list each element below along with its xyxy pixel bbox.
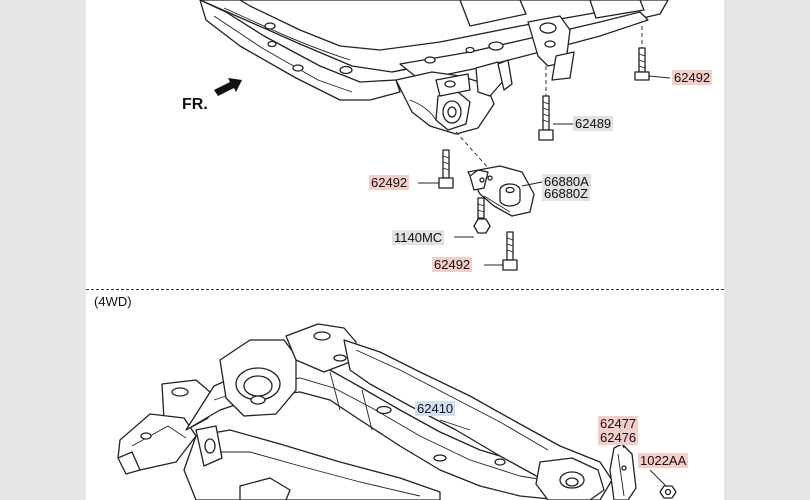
bolt-62492-a [634,47,650,81]
section-label-4wd: (4WD) [94,294,132,309]
callout-62477: 62477 [598,416,639,431]
front-arrow-icon [214,78,242,96]
callout-62492-a: 62492 [672,70,713,85]
callout-66880z: 66880Z [542,186,591,201]
callout-62476: 62476 [598,430,639,445]
front-direction-label: FR. [182,96,208,113]
subframe-4wd [117,323,613,500]
bolt-62489 [538,95,554,141]
nut-1140mc [473,197,491,234]
section-divider [86,289,724,290]
callout-66880a: 66880A [542,174,591,189]
callout-1022aa: 1022AA [638,453,689,468]
callout-62492-c: 62492 [432,257,473,272]
nut-1022aa [659,485,677,499]
callout-1140mc: 1140MC [392,230,445,245]
callout-62492-b: 62492 [369,175,410,190]
subframe-upper [199,0,669,135]
callout-62410: 62410 [415,401,456,416]
mounting-bracket-62477 [609,443,637,500]
bolt-62492-c [502,231,518,271]
bolt-62492-b [438,149,454,189]
callout-62489: 62489 [573,116,614,131]
roll-stopper-bracket [467,165,535,217]
